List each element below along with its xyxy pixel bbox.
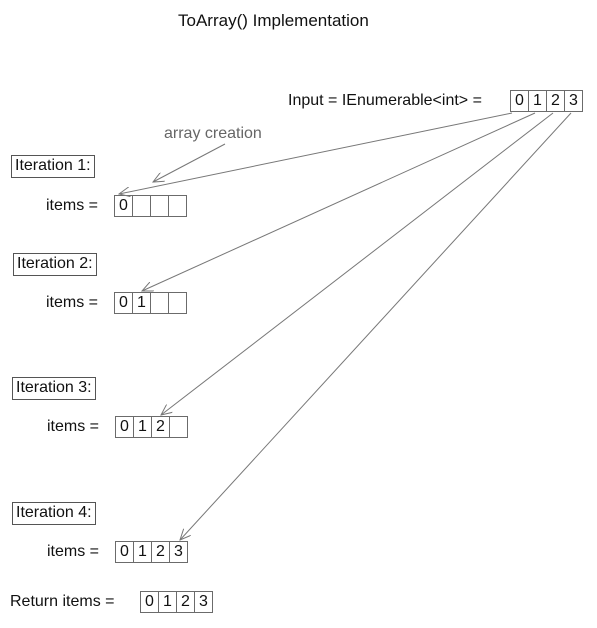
array-cell: 1: [132, 292, 151, 314]
input-cell: 3: [564, 90, 583, 112]
arrow-to-iteration-4: [180, 112, 572, 540]
array-cell: [169, 416, 188, 438]
iteration-4-heading: Iteration 4:: [12, 502, 96, 525]
array-cell: [168, 292, 187, 314]
input-label: Input = IEnumerable<int> =: [288, 92, 482, 109]
iteration-4-items-label: items =: [47, 543, 100, 560]
iteration-3-items-label: items =: [47, 418, 100, 435]
return-label: Return items =: [10, 593, 115, 610]
iteration-1-heading: Iteration 1:: [11, 155, 95, 178]
iteration-2-array: 0 1: [114, 292, 187, 314]
diagram-title: ToArray() Implementation: [178, 11, 369, 30]
array-cell: 3: [169, 541, 188, 563]
iteration-2-heading: Iteration 2:: [13, 253, 97, 276]
arrow-to-iteration-1: [119, 112, 513, 194]
input-array: 0 1 2 3: [510, 90, 583, 112]
iteration-1-array: 0: [114, 195, 187, 217]
array-creation-note: array creation: [164, 125, 262, 142]
iteration-3-array: 0 1 2: [115, 416, 188, 438]
array-cell: 3: [194, 591, 213, 613]
iteration-3-heading: Iteration 3:: [12, 377, 96, 400]
array-cell: [168, 195, 187, 217]
input-cell: 2: [546, 90, 565, 112]
arrow-to-iteration-3: [161, 112, 554, 415]
array-cell: 2: [176, 591, 195, 613]
iteration-1-items-label: items =: [46, 197, 99, 214]
iteration-2-items-label: items =: [46, 294, 99, 311]
arrow-creation: [153, 143, 226, 182]
iteration-4-array: 0 1 2 3: [115, 541, 188, 563]
return-array: 0 1 2 3: [140, 591, 213, 613]
arrow-to-iteration-2: [142, 112, 536, 291]
